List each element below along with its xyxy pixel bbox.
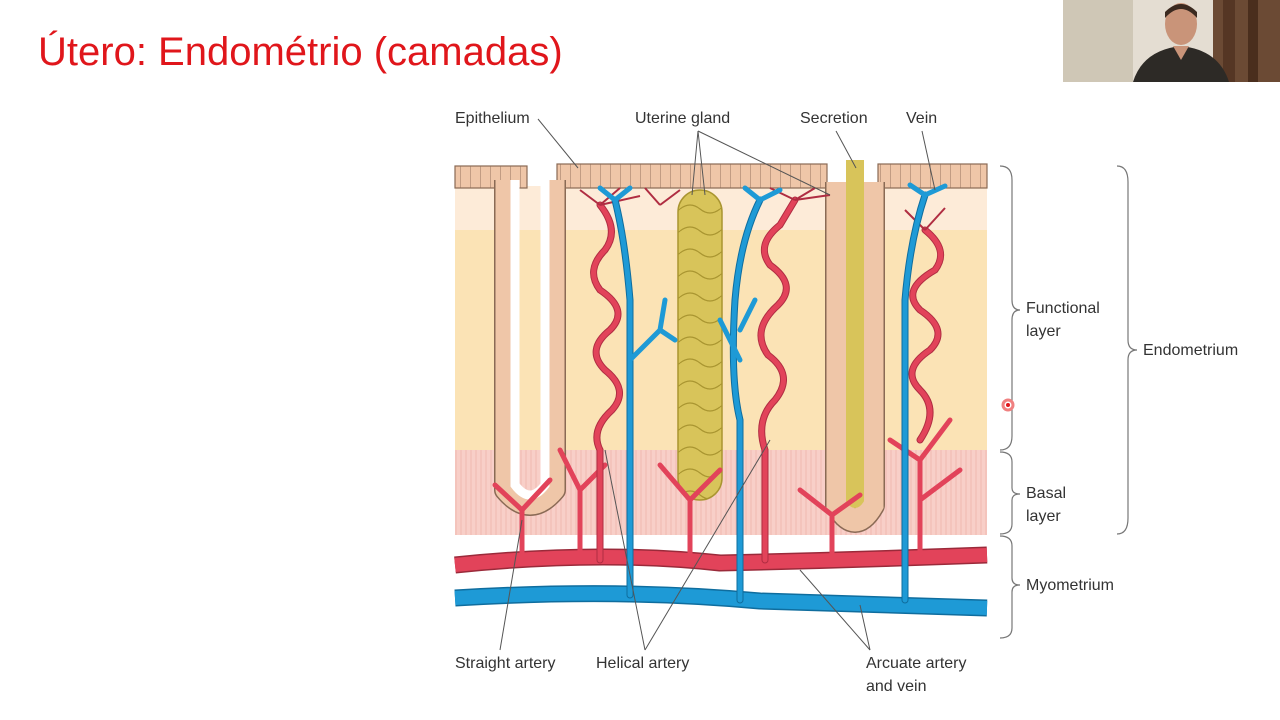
label-helical-artery: Helical artery [596, 655, 690, 672]
label-arcuate-line2: and vein [866, 678, 927, 695]
epithelium-surface [454, 163, 988, 189]
webcam-feed-image [1063, 0, 1280, 82]
endometrium-bracket [1116, 165, 1138, 535]
veins [597, 182, 948, 603]
label-epithelium: Epithelium [455, 110, 530, 127]
label-functional-layer-line2: layer [1026, 323, 1061, 340]
pointer-dot-center [1006, 403, 1010, 407]
coiled-gland-center [677, 189, 723, 501]
label-basal-layer-line1: Basal [1026, 485, 1067, 502]
arcuate-vein [454, 586, 988, 615]
helical-arteries [591, 197, 944, 563]
leader-lines [499, 118, 936, 651]
label-straight-artery: Straight artery [455, 655, 556, 672]
label-myometrium: Myometrium [1026, 577, 1115, 594]
label-arcuate: Arcuate artery and vein [866, 652, 966, 698]
functional-layer-bracket [999, 165, 1021, 451]
uterine-gland-right [825, 160, 885, 533]
label-basal-layer-line2: layer [1026, 508, 1061, 525]
basal-layer-bracket [999, 451, 1021, 535]
label-functional-layer-line1: Functional [1026, 300, 1100, 317]
label-vein: Vein [906, 110, 938, 127]
layer-brackets [999, 165, 1138, 639]
label-functional-layer: Functional layer [1026, 297, 1100, 343]
label-basal-layer: Basal layer [1026, 482, 1066, 528]
webcam-video [1063, 0, 1280, 82]
label-secretion: Secretion [800, 110, 868, 127]
slide-title: Útero: Endométrio (camadas) [38, 30, 563, 74]
label-arcuate-line1: Arcuate artery [866, 655, 967, 672]
myometrium-bracket [999, 535, 1021, 639]
label-endometrium: Endometrium [1143, 342, 1239, 359]
label-uterine-gland: Uterine gland [635, 110, 731, 127]
